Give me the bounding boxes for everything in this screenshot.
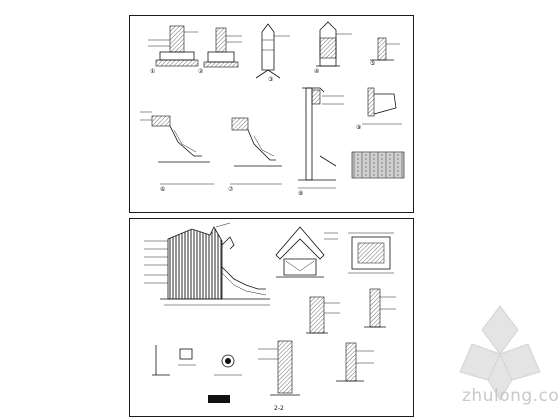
detail-post-cap-4 <box>316 21 352 67</box>
detail-column-5 <box>370 37 400 61</box>
detail-pier-section-c <box>336 342 374 382</box>
detail-round-ornament <box>208 354 242 403</box>
detail-mark-6: ⑥ <box>160 186 166 193</box>
detail-mark-9: ⑨ <box>356 124 362 131</box>
detail-pier-section-b <box>364 288 396 328</box>
detail-mark-5: ⑤ <box>370 60 376 67</box>
sheet-top-linework <box>140 21 405 189</box>
detail-wall-base-2 <box>203 27 242 68</box>
detail-post-cap-3 <box>255 23 290 79</box>
detail-eave-section-7 <box>230 117 282 185</box>
detail-mark-1: ① <box>150 68 156 75</box>
detail-mark-4: ④ <box>314 68 320 75</box>
drawing-sheet-top: ① ② ③ ④ ⑤ ⑥ ⑦ ⑧ ⑨ <box>129 15 414 213</box>
detail-parapet-9 <box>362 87 402 125</box>
watermark-text: zhulong.com <box>462 386 560 406</box>
gate-elevation <box>144 222 270 306</box>
sheet-bottom-linework <box>144 222 396 403</box>
detail-mark-2: ② <box>198 68 204 75</box>
detail-mark-3: ③ <box>268 76 274 83</box>
detail-wall-section-8 <box>298 87 344 189</box>
detail-square-plan <box>348 232 394 274</box>
detail-roof-gable <box>275 226 338 278</box>
detail-brick-elevation <box>351 151 405 179</box>
detail-eave-section-6 <box>140 111 214 185</box>
detail-mark-7: ⑦ <box>228 186 234 193</box>
detail-small-elevation <box>152 345 196 376</box>
detail-wall-base-1 <box>148 25 199 67</box>
drawing-sheet-bottom: 2-2 <box>129 218 414 417</box>
zhulong-logo <box>459 305 541 401</box>
detail-mark-8: ⑧ <box>298 190 304 197</box>
section-title-2-2: 2-2 <box>274 405 284 412</box>
detail-pier-section-a <box>306 296 340 334</box>
detail-section-2-2 <box>258 340 300 396</box>
